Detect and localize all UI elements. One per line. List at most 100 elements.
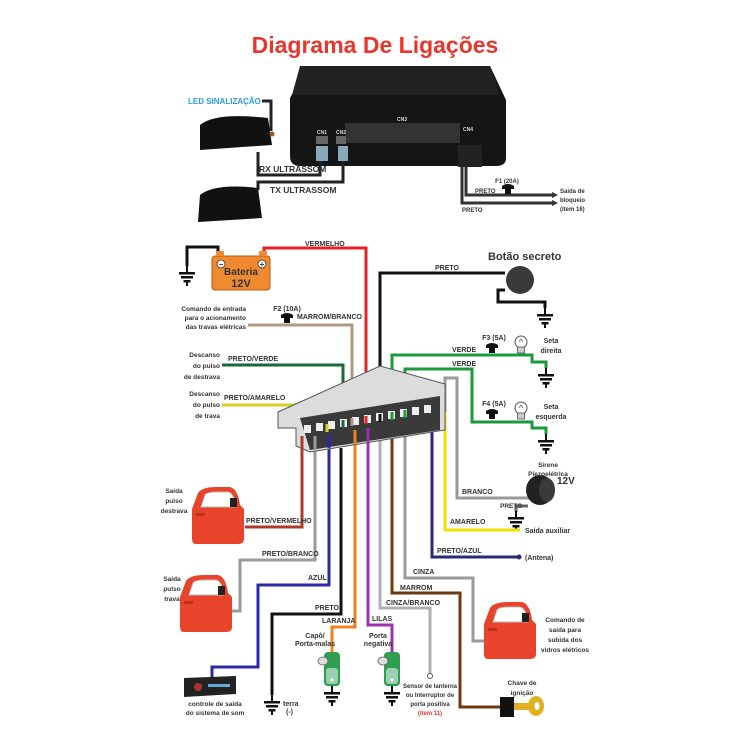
sensor-label: Sensor de lanterna ou Interruptor de por… — [403, 684, 458, 717]
cn4-preto-1-label: PRETO — [475, 189, 496, 195]
svg-text:porta positiva: porta positiva — [410, 702, 450, 708]
seta-esquerda-label: Seta esquerda — [535, 404, 566, 421]
comando-entrada-label: Comando de entrada para o acionamento da… — [181, 306, 246, 331]
svg-text:do pulso: do pulso — [193, 402, 220, 409]
svg-text:para o acionamento: para o acionamento — [185, 315, 246, 322]
svg-text:Comando de: Comando de — [545, 617, 585, 624]
label-marrom: MARROM — [400, 585, 432, 592]
capo-label-1: Capô/ — [305, 633, 325, 640]
svg-text:esquerda: esquerda — [535, 414, 566, 421]
terra-label-1: terra — [283, 701, 299, 708]
cn4-wire-preto-2 — [460, 167, 552, 205]
svg-text:Descanso: Descanso — [189, 391, 220, 398]
svg-text:ou Interruptor de: ou Interruptor de — [406, 693, 455, 699]
cn1-connector — [316, 136, 328, 144]
fuse-f1-icon — [502, 184, 514, 194]
led-wire — [262, 99, 273, 131]
wire-laranja — [330, 432, 357, 652]
svg-text:de destrava: de destrava — [184, 374, 221, 381]
label-branco: BRANCO — [462, 489, 493, 496]
led-label: LED SINALIZAÇÃO — [188, 97, 261, 106]
svg-text:das travas elétricas: das travas elétricas — [186, 324, 247, 331]
battery-voltage: 12V — [231, 278, 251, 290]
ground-icon — [263, 694, 281, 716]
cn3-connector — [345, 123, 460, 143]
capo-sensor-icon — [317, 651, 341, 687]
ground-icon — [383, 685, 401, 707]
fuse-f2-label: F2 (10A) — [273, 306, 301, 313]
fuse-f4-icon — [486, 409, 498, 419]
botao-title: Botão secreto — [488, 251, 562, 263]
cn2-label: CN2 — [336, 130, 346, 136]
label-cinza: CINZA — [413, 569, 434, 576]
svg-text:pulso: pulso — [165, 498, 182, 505]
wire-verde-esquerda — [403, 367, 548, 434]
cn2-plug — [338, 146, 348, 161]
seta-direita-label: Seta direita — [540, 338, 561, 355]
label-sirene-preto: PRETO — [500, 503, 522, 510]
svg-text:saída para: saída para — [549, 627, 582, 634]
battery: − + Bateria 12V — [211, 251, 271, 291]
battery-ground-wire — [185, 245, 220, 266]
wire-vermelho — [262, 246, 368, 420]
wire-preto-terra — [270, 448, 343, 695]
wire-lilas — [366, 432, 394, 652]
wire-branco — [443, 376, 530, 500]
sensor-terminal — [427, 673, 433, 679]
wire-cinza — [403, 430, 490, 643]
label-preto-verde: PRETO/VERDE — [228, 356, 278, 363]
svg-text:Descanso: Descanso — [189, 352, 220, 359]
bulb-left-icon — [514, 401, 528, 420]
door-trava-icon — [179, 574, 233, 633]
ground-icon — [537, 433, 555, 455]
chave-label-1: Chave de — [508, 680, 537, 687]
ground-icon — [507, 510, 525, 532]
vidros-label: Comando de saída para subida dos vidros … — [541, 617, 589, 654]
cn1-plug — [316, 146, 328, 161]
svg-text:Sensor de lanterna: Sensor de lanterna — [403, 684, 458, 690]
label-amarelo: AMARELO — [450, 519, 486, 526]
fuse-f3-icon — [486, 343, 498, 353]
rx-label: RX ULTRASSOM — [259, 164, 326, 174]
sirene-label-1: Sirene — [538, 462, 558, 469]
porta-sensor-icon — [377, 651, 401, 687]
ground-icon — [323, 685, 341, 707]
cn4-label: CN4 — [463, 127, 473, 133]
wire-cinza-branco — [378, 432, 432, 674]
bloqueio-label: Saida de bloqueio (item 16) — [560, 189, 585, 213]
descanso-destrava-label: Descanso do pulso de destrava — [184, 352, 221, 381]
cn4-wire-preto-1 — [464, 167, 552, 197]
cn4-preto-2-label: PRETO — [462, 208, 483, 214]
sirene-voltage: 12V — [557, 476, 575, 487]
label-preto-azul: PRETO/AZUL — [437, 548, 482, 555]
label-verde-1: VERDE — [452, 347, 476, 354]
tx-ultrasound-sensor — [198, 186, 262, 222]
fuse-f3-label: F3 (5A) — [482, 335, 506, 342]
label-verde-2: VERDE — [452, 361, 476, 368]
car-radio-icon — [184, 676, 236, 697]
cn3-harness-connector — [277, 365, 446, 453]
tx-wire — [256, 161, 345, 190]
ground-icon — [537, 367, 555, 389]
svg-text:trava: trava — [164, 596, 180, 603]
cn3-label: CN3 — [397, 117, 407, 123]
wire-amarelo — [432, 412, 520, 532]
svg-text:direita: direita — [540, 348, 561, 355]
secret-button — [506, 266, 534, 294]
saida-trava-label: Saída pulso trava — [163, 576, 181, 603]
descanso-trava-label: Descanso do pulso de trava — [189, 391, 220, 420]
antenna-terminal — [516, 554, 522, 560]
fuse-f2-icon — [281, 313, 293, 323]
svg-text:Comando de entrada: Comando de entrada — [181, 306, 246, 313]
wire-preto-azul — [430, 420, 518, 559]
door-vidros-icon — [483, 601, 537, 660]
label-vermelho: VERMELHO — [305, 241, 345, 248]
chave-label-2: ignição — [511, 690, 534, 697]
cn4-plug — [458, 145, 482, 167]
fuse-f4-label: F4 (5A) — [482, 401, 506, 408]
svg-text:(item 16): (item 16) — [560, 207, 585, 213]
ground-icon — [536, 307, 554, 329]
svg-text:Saída: Saída — [163, 576, 181, 583]
svg-text:pulso: pulso — [163, 586, 180, 593]
